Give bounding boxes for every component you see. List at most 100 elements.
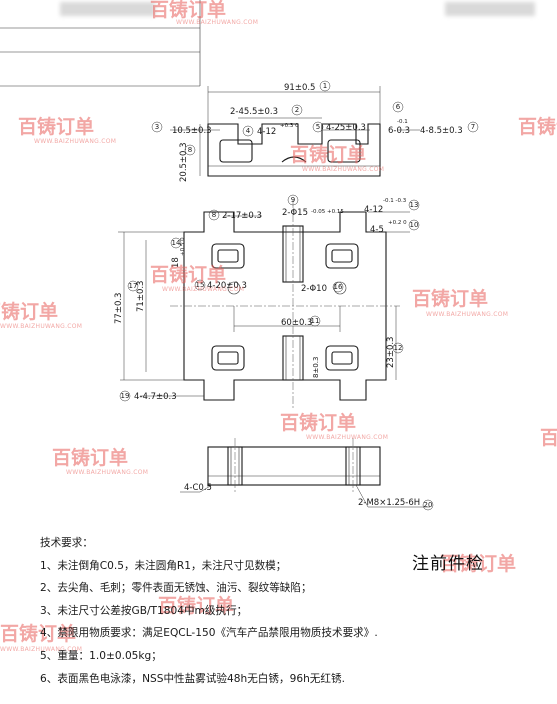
watermark: 百铸订单 WWW.BAIZHUWANG.COM [290,143,384,173]
dim-thread: 2-M8×1.25-6H [358,498,420,508]
svg-text:百铸订单: 百铸订单 [290,143,366,166]
svg-text:百铸订单: 百铸订单 [0,300,58,323]
dim-60: 60±0.3 [281,318,312,328]
svg-text:WWW.BAIZHUWANG.COM: WWW.BAIZHUWANG.COM [176,19,258,26]
svg-text:WWW.BAIZHUWANG.COM: WWW.BAIZHUWANG.COM [306,434,388,441]
svg-text:13: 13 [410,201,419,209]
svg-text:2: 2 [295,106,299,114]
dim-10-5: 10.5±0.3 [172,126,212,136]
dim-4x8-5: 4-8.5±0.3 [420,126,463,136]
plan-view [118,200,410,410]
note-item-4: 4、禁限用物质要求：满足EQCL-150《汽车产品禁限用物质技术要求》. [40,627,378,640]
dim-6-tol: -0.1 [397,119,408,125]
svg-text:11: 11 [311,317,320,325]
balloon-8-top: 8 [184,144,196,156]
watermark: 百铸订单 WWW.BAIZHUWANG.COM [150,263,244,293]
svg-text:WWW.BAIZHUWANG.COM: WWW.BAIZHUWANG.COM [34,138,116,145]
side-view [180,438,430,508]
note-item-3: 3、未注尺寸公差按GB/T1804中m级执行； [40,604,248,617]
dim-4x12b: 4-12 [364,205,383,215]
balloon-20: 20 [422,499,434,511]
balloon-16: 16 [332,281,344,293]
dim-71: 71±0.3 [136,281,146,312]
note-item-1: 1、未注倒角C0.5，未注圆角R1，未注尺寸见数模； [40,559,287,572]
dim-18-tol: +0.5 0 [180,237,186,256]
balloon-1: 1 [319,80,331,92]
balloon-2: 2 [291,104,303,116]
dim-2xphi15-tol: -0.05 +0.15 [311,209,344,215]
dim-20-5: 20.5±0.3 [179,142,189,182]
balloon-4: 4 [242,125,254,137]
dim-18: 18 [171,257,181,268]
svg-text:1: 1 [323,82,327,90]
svg-text:WWW.BAIZHUWANG.COM: WWW.BAIZHUWANG.COM [0,646,82,653]
dim-2x45: 2-45.5±0.3 [230,107,278,117]
svg-text:百铸订单: 百铸订单 [540,426,557,449]
svg-text:百铸订单: 百铸订单 [518,115,557,138]
balloon-12: 12 [392,342,404,354]
dim-chamfer: 4-C0.5 [184,483,212,493]
note-item-6: 6、表面黑色电泳漆，NSS中性盐雾试验48h无白锈，96h无红锈. [40,672,345,685]
svg-text:20: 20 [424,501,433,509]
svg-text:7: 7 [471,123,475,131]
svg-text:9: 9 [291,196,295,204]
dim-77: 77±0.3 [114,293,124,324]
svg-text:12: 12 [394,344,403,352]
watermark: 百铸订单 WWW.BAIZHUWANG.COM [150,0,258,26]
watermark: 百铸订单 [518,115,557,138]
svg-text:百铸订单: 百铸订单 [412,287,488,310]
svg-text:8: 8 [188,146,192,154]
balloon-11: 11 [309,315,321,327]
balloon-15: 15 [194,279,206,291]
svg-text:10: 10 [410,221,419,229]
svg-text:百铸订单: 百铸订单 [158,594,234,617]
svg-text:14: 14 [172,239,181,247]
dim-6: 6-0.3 [388,126,410,136]
svg-text:WWW.BAIZHUWANG.COM: WWW.BAIZHUWANG.COM [0,323,82,330]
dim-4x12-tol: +0.3 0 [280,123,299,129]
balloon-5: 5 [312,121,324,133]
svg-text:15: 15 [196,281,205,289]
watermark: 百铸订单 WWW.BAIZHUWANG.COM [0,622,82,653]
balloon-19: 19 [119,390,131,402]
svg-text:WWW.BAIZHUWANG.COM: WWW.BAIZHUWANG.COM [302,166,384,173]
watermark: 百铸订单 WWW.BAIZHUWANG.COM [280,411,388,441]
balloon-8-plan: 8 [208,209,220,221]
svg-text:3: 3 [155,123,159,131]
svg-text:19: 19 [121,392,130,400]
dim-4x12b-tol: -0.1 -0.3 [383,198,407,204]
balloon-7: 7 [467,121,479,133]
svg-text:百铸订单: 百铸订单 [440,552,516,575]
dim-2xphi10: 2-Φ10 [301,284,327,294]
dim-4x5: 4-5 [370,225,384,235]
balloon-9: 9 [287,194,299,206]
notes-title: 技术要求： [40,537,93,549]
svg-text:百铸订单: 百铸订单 [0,622,76,645]
balloon-3: 3 [151,121,163,133]
dim-23: 23±0.3 [386,337,396,368]
title-block-fragment [0,0,201,87]
dim-4x20: 4-20±0.3 [207,281,247,291]
svg-text:百铸订单: 百铸订单 [280,411,356,434]
blurred-header-right [445,2,535,16]
svg-text:WWW.BAIZHUWANG.COM: WWW.BAIZHUWANG.COM [426,311,508,318]
watermark: 百铸订单 WWW.BAIZHUWANG.COM [52,446,148,476]
balloon-6: 6 [392,101,404,113]
svg-text:WWW.BAIZHUWANG.COM: WWW.BAIZHUWANG.COM [162,286,244,293]
balloon-17: 17 [127,280,139,292]
svg-text:4: 4 [246,127,251,135]
watermark-group: 百铸订单 WWW.BAIZHUWANG.COM 百铸订单 WWW.BAIZHUW… [0,0,557,653]
svg-text:5: 5 [316,123,320,131]
svg-text:8: 8 [212,211,216,219]
svg-text:百铸订单: 百铸订单 [52,446,128,469]
balloon-13: 13 [408,199,420,211]
watermark: 百铸订单 WWW.BAIZHUWANG.COM [0,300,82,330]
svg-text:百铸订单: 百铸订单 [18,115,94,138]
blurred-header-left [60,2,155,16]
dim-overall-width: 91±0.5 [284,83,315,93]
watermark: 百铸订单 WWW.BAIZHUWANG.COM [412,287,508,318]
svg-text:16: 16 [334,283,343,291]
svg-text:WWW.BAIZHUWANG.COM: WWW.BAIZHUWANG.COM [66,469,148,476]
